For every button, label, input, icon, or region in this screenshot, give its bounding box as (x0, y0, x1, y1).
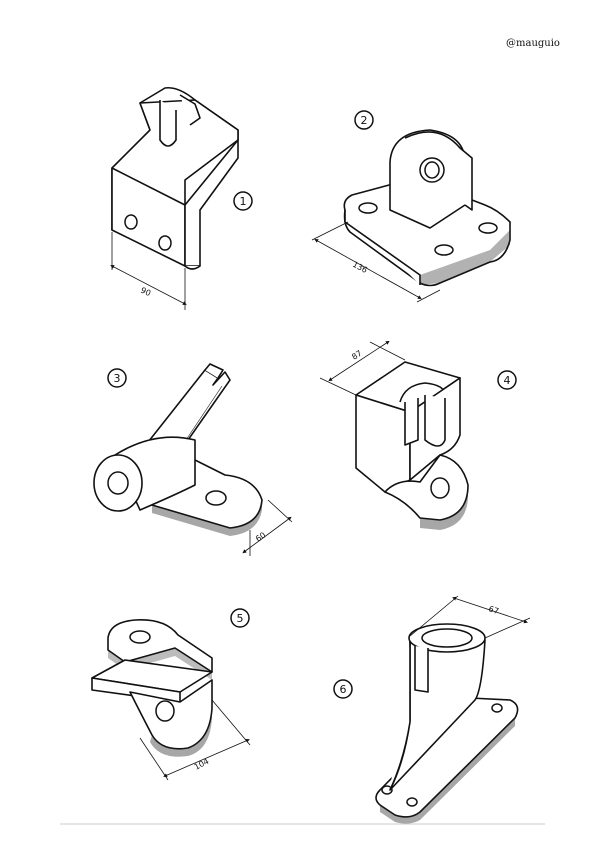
part-6-number: 6 (340, 683, 347, 696)
part-1-bracket: 90 1 (110, 86, 253, 310)
part-5-cranked-lug: 104 5 (91, 608, 251, 781)
part-3-tube-lever: 60 3 (93, 363, 293, 556)
part-5-number: 5 (237, 612, 244, 625)
part-2-clevis-base: 136 2 (311, 110, 511, 303)
part-6-pedestal: 67 6 (333, 595, 531, 824)
part-3-number: 3 (114, 372, 121, 385)
author-watermark: @mauguio (506, 38, 560, 49)
part-5-dimension: 104 (193, 757, 211, 772)
part-2-dimension: 136 (351, 260, 369, 275)
part-1-number: 1 (240, 195, 247, 208)
part-1-dimension: 90 (139, 286, 152, 298)
part-4-slotted-block: 87 4 (319, 340, 517, 530)
part-6-dimension: 67 (487, 604, 499, 616)
part-3-dimension: 60 (254, 530, 268, 543)
part-2-number: 2 (361, 114, 368, 127)
part-4-number: 4 (504, 374, 511, 387)
